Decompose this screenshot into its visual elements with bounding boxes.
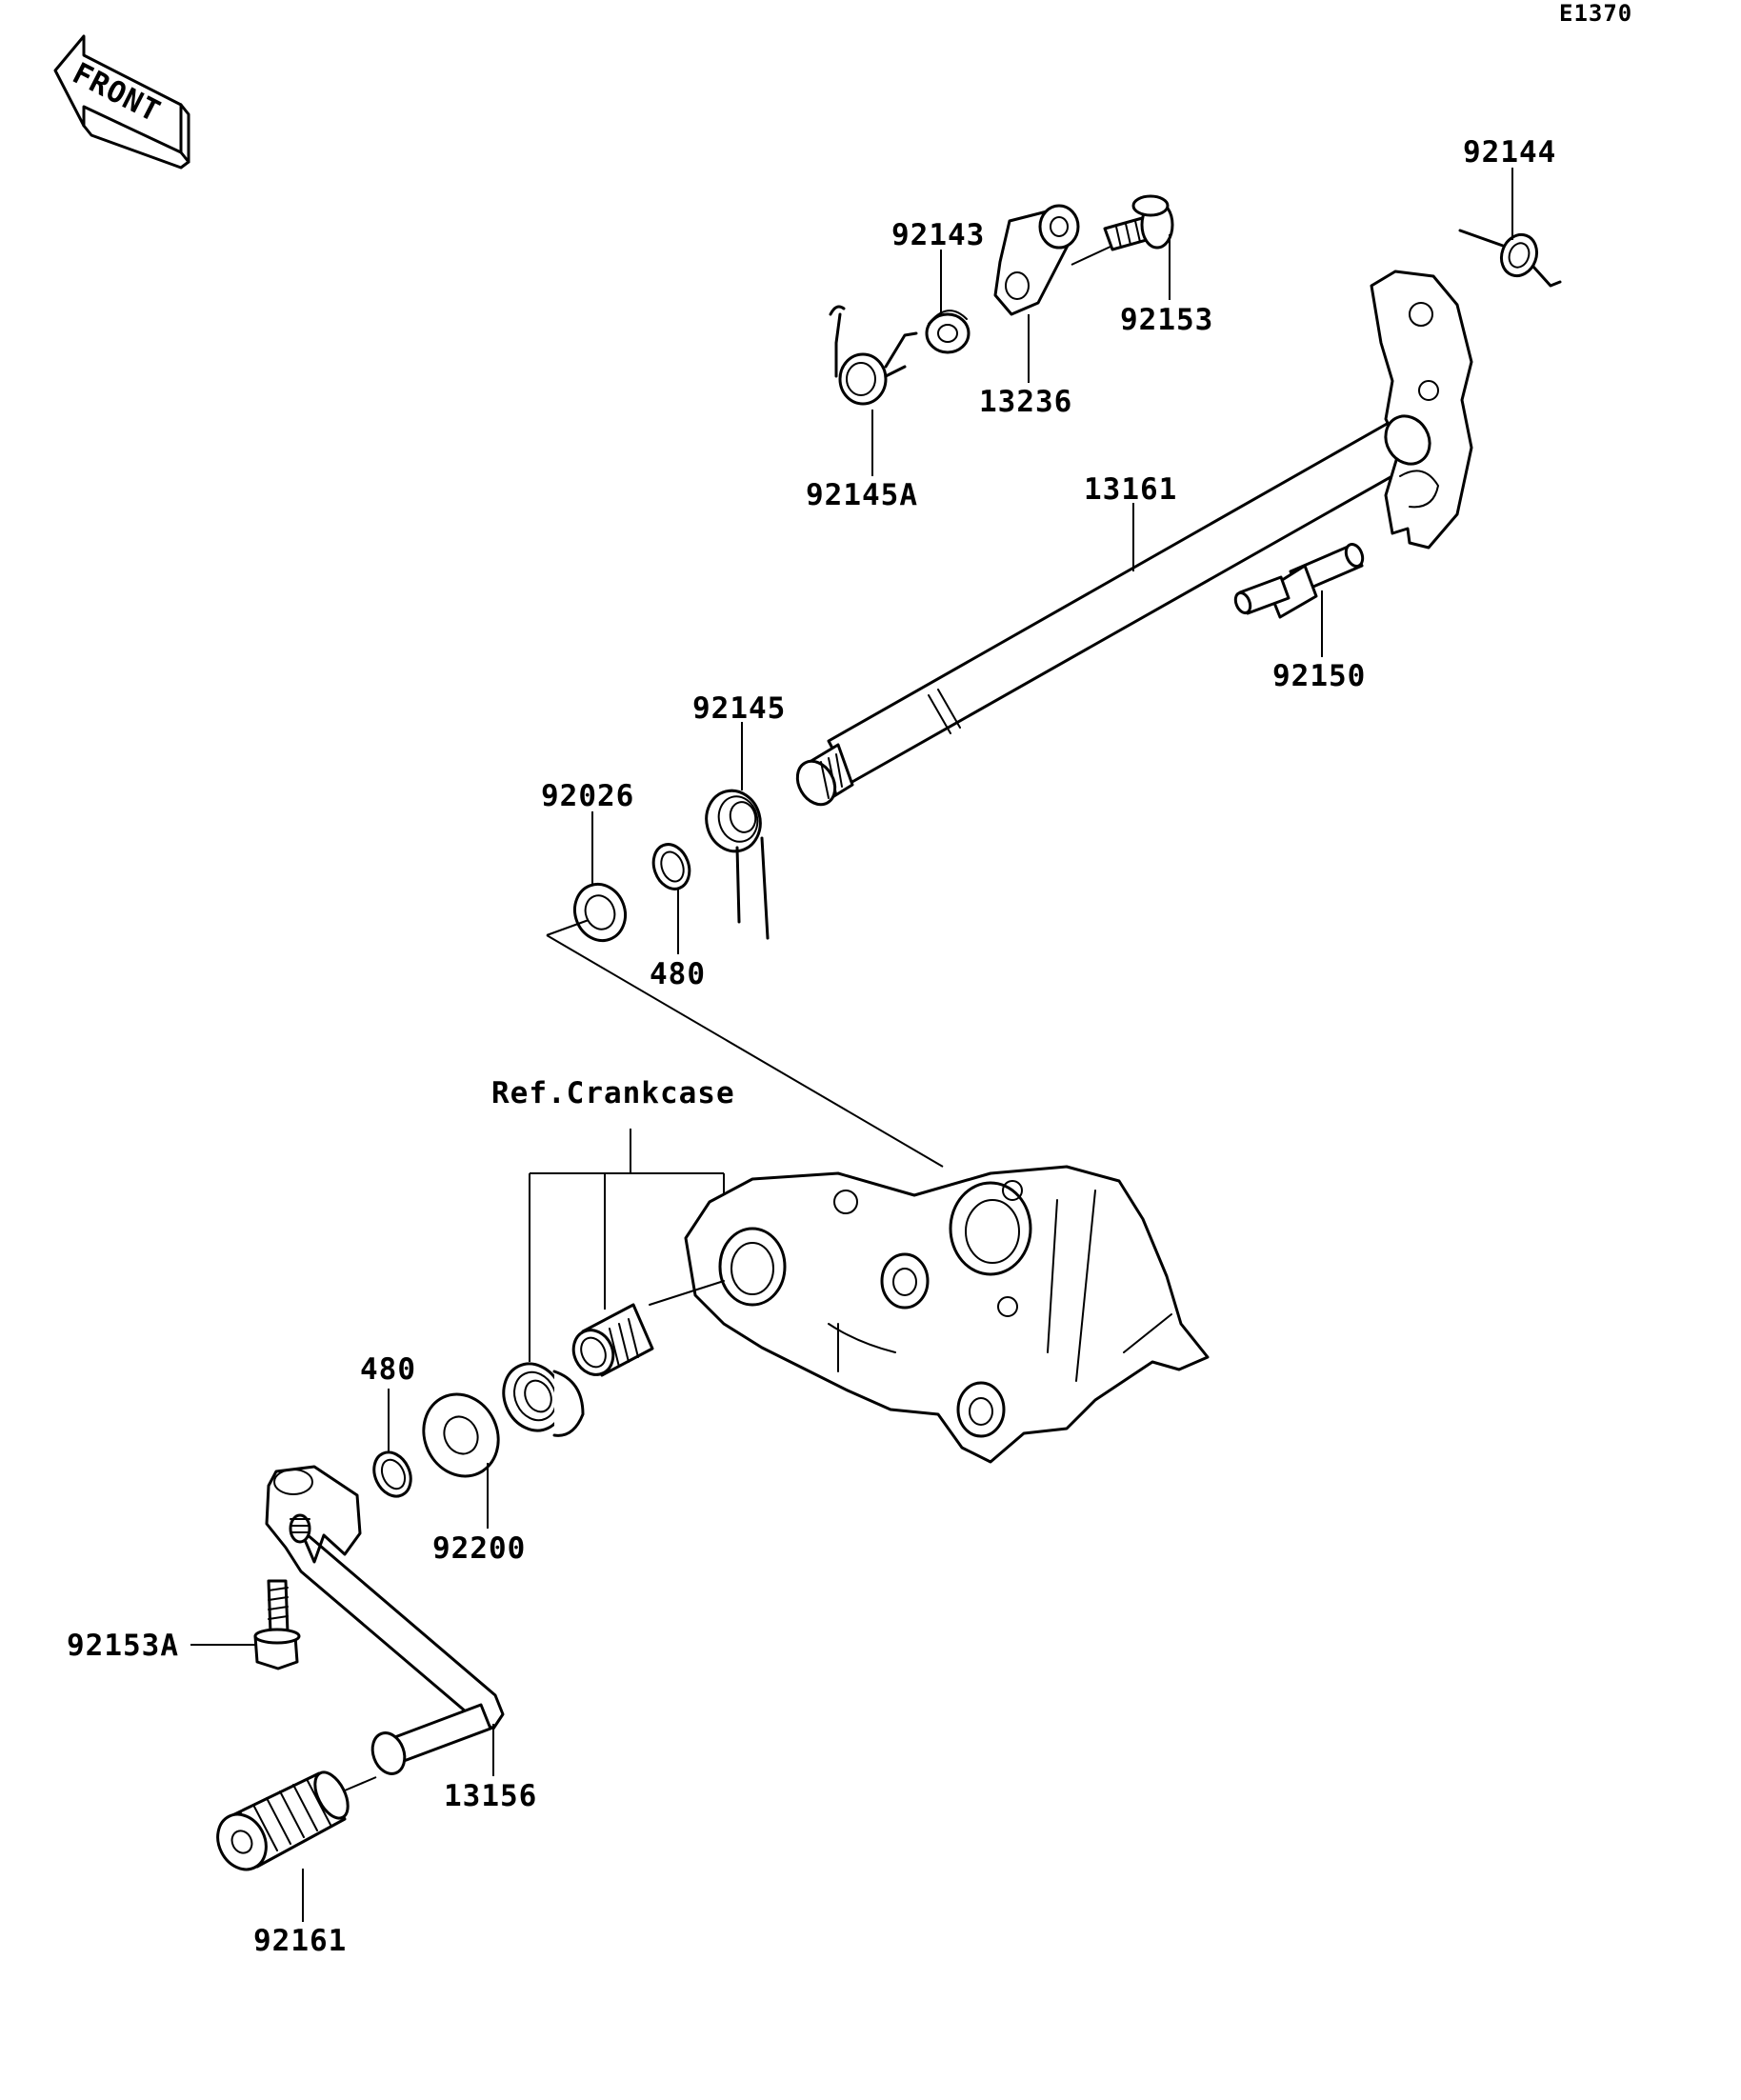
bolt-92150 <box>1233 542 1365 619</box>
part-label-13156: 13156 <box>444 1779 537 1813</box>
circlip-480-bottom <box>372 1450 412 1498</box>
collar-92143 <box>925 310 971 354</box>
circlip-480-top <box>651 843 691 890</box>
part-label-480-top: 480 <box>650 957 706 991</box>
part-label-92026: 92026 <box>541 779 634 813</box>
part-label-92145: 92145 <box>692 691 786 726</box>
shift-pedal-13156 <box>265 1465 505 1730</box>
needle-bearing <box>571 1303 654 1377</box>
spring-92144 <box>1458 229 1562 288</box>
oil-seal <box>502 1362 585 1437</box>
spring-92145A <box>829 305 918 406</box>
part-label-92150: 92150 <box>1272 659 1366 693</box>
bolt-92153A <box>253 1579 301 1670</box>
part-label-92153: 92153 <box>1120 303 1213 337</box>
lever-13236 <box>993 204 1080 316</box>
part-label-13161: 13161 <box>1084 472 1177 507</box>
part-label-13236: 13236 <box>979 385 1072 419</box>
shift-shaft-13161 <box>795 270 1473 807</box>
bolt-92153 <box>1071 194 1174 266</box>
washer-92026 <box>573 882 627 943</box>
crankcase <box>649 1165 1210 1464</box>
part-label-480-bottom: 480 <box>360 1352 416 1387</box>
pedal-shaft <box>370 1703 492 1775</box>
spring-92145 <box>705 789 770 940</box>
part-label-92161: 92161 <box>253 1924 347 1958</box>
pedal-rubber-92161 <box>216 1770 350 1871</box>
part-label-92145A: 92145A <box>806 478 918 512</box>
ref-crankcase-label: Ref.Crankcase <box>491 1076 735 1110</box>
part-label-92144: 92144 <box>1463 135 1556 170</box>
diagram-code: E1370 <box>1559 0 1632 27</box>
part-label-92153A: 92153A <box>67 1629 179 1663</box>
washer-92200 <box>422 1392 500 1478</box>
part-label-92200: 92200 <box>432 1531 526 1566</box>
part-label-92143: 92143 <box>891 218 985 252</box>
front-arrow-icon: FRONT <box>53 34 190 170</box>
